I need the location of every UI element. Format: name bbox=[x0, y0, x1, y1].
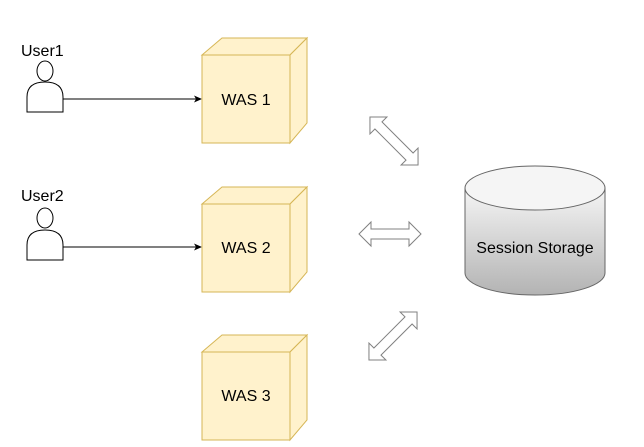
user-icon bbox=[26, 207, 64, 261]
was1-label: WAS 1 bbox=[221, 92, 270, 109]
session-storage-database: Session Storage bbox=[464, 165, 606, 296]
was2-label: WAS 2 bbox=[221, 240, 270, 257]
was3-label: WAS 3 bbox=[221, 388, 270, 405]
bidirectional-arrow-was3-storage bbox=[368, 311, 418, 361]
user1-actor: User1 bbox=[21, 43, 64, 113]
bidirectional-arrow-was1-storage bbox=[369, 116, 419, 166]
user-icon bbox=[26, 60, 64, 113]
was1-server: WAS 1 bbox=[200, 36, 309, 145]
session-storage-label: Session Storage bbox=[476, 240, 594, 257]
bidirectional-arrow-was2-storage bbox=[358, 220, 422, 248]
was3-server: WAS 3 bbox=[200, 333, 309, 442]
was2-server: WAS 2 bbox=[200, 185, 309, 294]
user2-label: User2 bbox=[21, 188, 64, 205]
user2-actor: User2 bbox=[21, 188, 64, 261]
user1-label: User1 bbox=[21, 43, 64, 60]
